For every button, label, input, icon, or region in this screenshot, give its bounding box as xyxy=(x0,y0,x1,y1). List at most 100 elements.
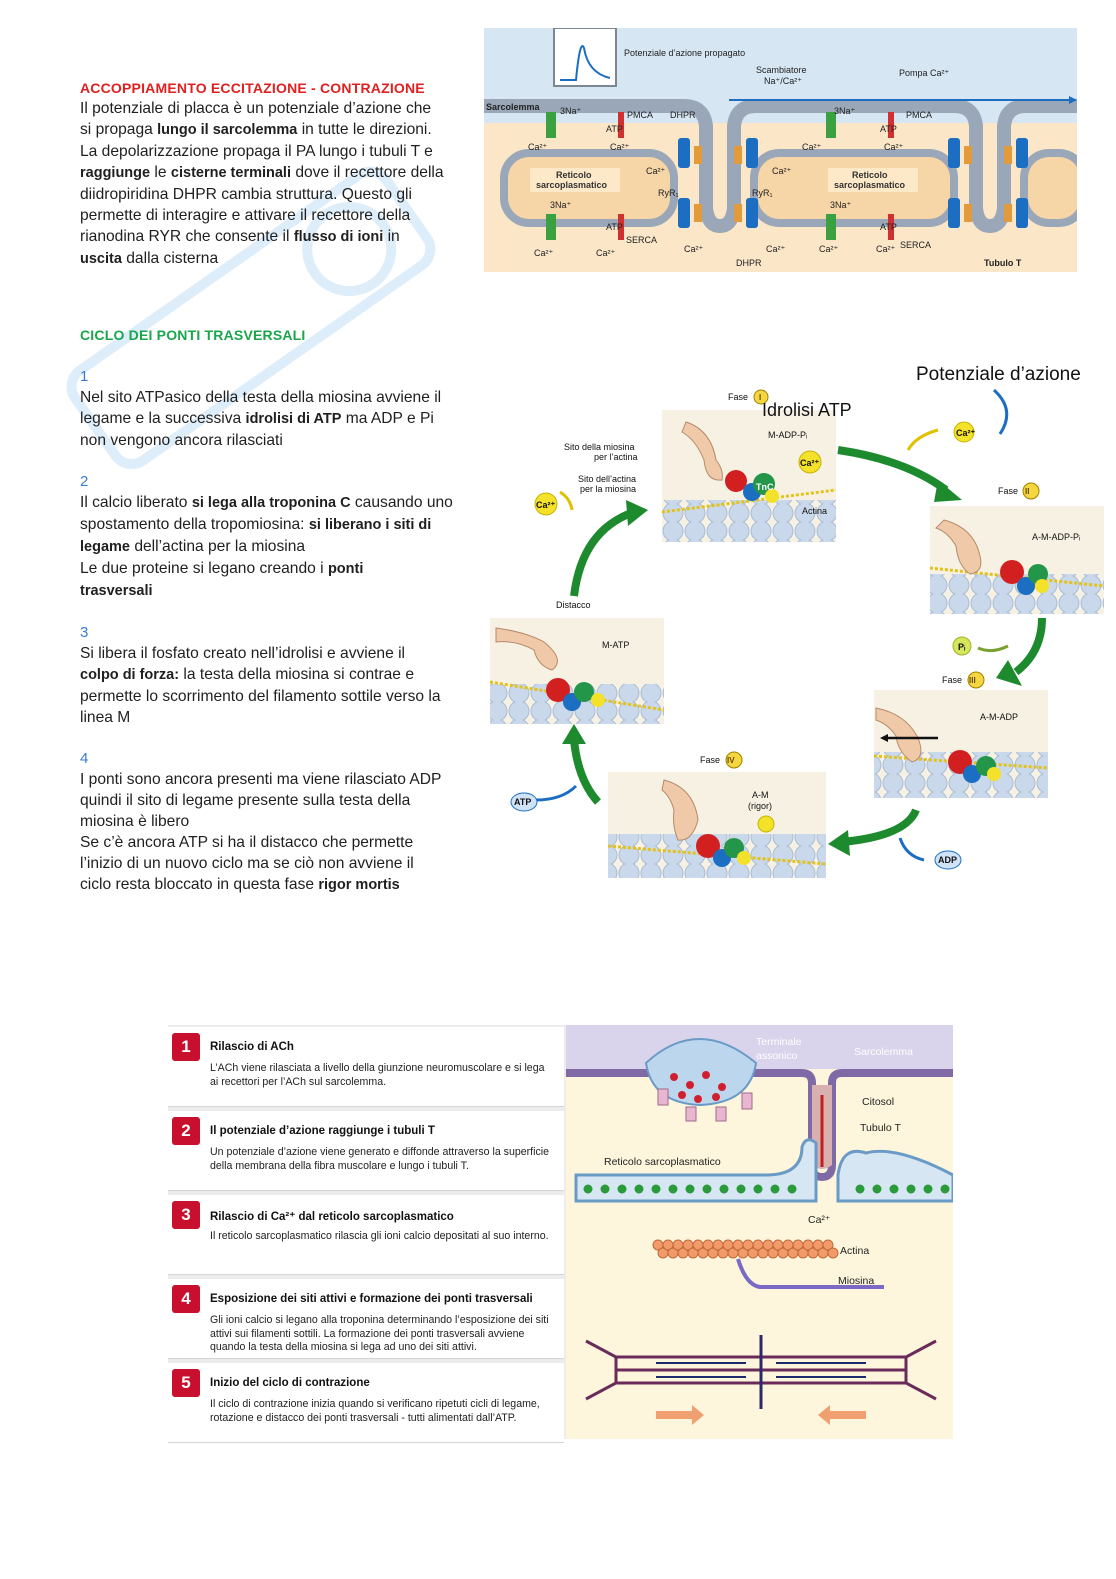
calcium-ion xyxy=(719,1184,729,1194)
text-segment: non vengono ancora rilasciati xyxy=(80,432,283,449)
text-line: La depolarizzazione propaga il PA lungo … xyxy=(80,141,475,162)
text-segment: Nel sito ATPasico della testa della mios… xyxy=(80,389,442,406)
text-segment: in tutte le direzioni. xyxy=(297,121,432,138)
cycle-ca-1: Ca²⁺ xyxy=(956,428,976,438)
cycle-matp: M-ATP xyxy=(602,640,629,650)
cycle-sito-actina: Sito dell’actina xyxy=(578,474,636,484)
label-actina: Actina xyxy=(840,1245,869,1257)
cycle-madp: M-ADP-Pᵢ xyxy=(768,430,807,440)
fase-num-3: III xyxy=(969,676,976,685)
cycle-am: A-M xyxy=(752,790,769,800)
step-number: 3 xyxy=(80,624,89,641)
text-line: raggiunge le cisterne terminali dove il … xyxy=(80,162,475,184)
text-line: linea M xyxy=(80,707,480,728)
label-ca-5: Ca²⁺ xyxy=(646,166,666,176)
label-ca-12: Ca²⁺ xyxy=(876,244,896,254)
label-reticolo-1: Reticolo xyxy=(556,170,592,180)
calcium-ion xyxy=(753,1184,763,1194)
text-segment: l’inizio di un nuovo ciclo ma se ciò non… xyxy=(80,855,414,872)
fase-label-2: Fase xyxy=(998,486,1018,496)
bold-text: raggiunge xyxy=(80,165,151,181)
cycle-adp: ADP xyxy=(938,855,957,865)
text-segment: in xyxy=(383,228,400,245)
label-pmca-2: PMCA xyxy=(906,110,932,120)
text-line: trasversali xyxy=(80,580,480,602)
step-badge: 2 xyxy=(172,1117,200,1145)
actin-bead xyxy=(827,1247,839,1259)
label-sarcolemma: Sarcolemma xyxy=(854,1046,913,1058)
label-pompa: Pompa Ca²⁺ xyxy=(899,68,950,78)
cycle-atp: ATP xyxy=(514,797,531,807)
bold-text: legame xyxy=(80,539,130,555)
step-number: 2 xyxy=(80,473,89,490)
label-serca-1: SERCA xyxy=(626,235,657,245)
label-sarcopl-1: sarcoplasmatico xyxy=(536,180,608,190)
label-sarcolemma: Sarcolemma xyxy=(486,102,541,112)
cycle-amadp: A-M-ADP xyxy=(980,712,1018,722)
text-segment: diidropiridina DHPR cambia struttura. Qu… xyxy=(80,186,412,203)
calcium-ion xyxy=(634,1184,644,1194)
text-line: Il calcio liberato si lega alla troponin… xyxy=(80,492,480,514)
step-description: Il reticolo sarcoplasmatico rilascia gli… xyxy=(210,1230,549,1242)
label-reticolo: Reticolo sarcoplasmatico xyxy=(604,1156,721,1168)
label-dhpr-1: DHPR xyxy=(670,110,696,120)
excitation-paragraph: Il potenziale di placca è un potenziale … xyxy=(80,98,475,270)
text-line: Nel sito ATPasico della testa della mios… xyxy=(80,387,480,408)
text-segment: la testa della miosina si contrae e xyxy=(179,666,414,683)
step-description: Il ciclo di contrazione inizia quando si… xyxy=(210,1398,540,1424)
cycle-distacco: Distacco xyxy=(556,600,591,610)
text-line: legame dell’actina per la miosina xyxy=(80,536,480,558)
calcium-ion xyxy=(872,1184,882,1194)
label-ca-4: Ca²⁺ xyxy=(884,142,904,152)
calcium-ion xyxy=(855,1184,865,1194)
step-number: 4 xyxy=(80,750,89,767)
calcium-ion xyxy=(617,1184,627,1194)
text-segment: ciclo resta bloccato in questa fase xyxy=(80,876,319,893)
label-scambiatore: Scambiatore xyxy=(756,65,807,75)
label-ca-11: Ca²⁺ xyxy=(819,244,839,254)
text-segment: rianodina RYR che consente il xyxy=(80,228,294,245)
text-line: permette di interagire e attivare il rec… xyxy=(80,205,475,226)
label-3na-3: 3Na⁺ xyxy=(550,200,572,210)
cross-bridge-cycle-diagram: Ca²⁺ Ca²⁺ Ca²⁺ Pᵢ ATP ADP TnC Actina M-A… xyxy=(486,360,1106,880)
cycle-tnc: TnC xyxy=(756,482,774,492)
text-segment: dell’actina per la miosina xyxy=(129,538,306,555)
text-line: legame e la successiva idrolisi di ATP m… xyxy=(80,408,480,430)
step-description: Un potenziale d’azione viene generato e … xyxy=(210,1146,550,1172)
text-segment: permette di interagire e attivare il rec… xyxy=(80,207,411,224)
text-segment: dalla cisterna xyxy=(121,250,219,267)
cycle-sito-miosina: Sito della miosina xyxy=(564,442,635,452)
bold-text: si lega alla troponina C xyxy=(191,495,351,511)
label-ryr-2: RyR₁ xyxy=(752,188,773,198)
label-pmca-1: PMCA xyxy=(627,110,653,120)
text-segment: quindi il sito di legame presente sulla … xyxy=(80,792,411,809)
fase-num-1: I xyxy=(759,393,761,402)
bold-text: colpo di forza: xyxy=(80,667,180,683)
text-segment: si propaga xyxy=(80,121,158,138)
label-atp-4: ATP xyxy=(880,222,897,232)
calcium-ion xyxy=(685,1184,695,1194)
calcium-ion xyxy=(923,1184,933,1194)
step-title: Rilascio di Ca²⁺ dal reticolo sarcoplasm… xyxy=(210,1211,454,1223)
label-terminale: Terminale xyxy=(756,1036,802,1048)
bold-text: lungo il sarcolemma xyxy=(157,122,298,138)
step-number: 1 xyxy=(80,368,89,385)
calcium-ion xyxy=(702,1184,712,1194)
calcium-ion xyxy=(736,1184,746,1194)
label-scambiatore-2: Na⁺/Ca²⁺ xyxy=(764,76,802,86)
fase-num-4: IV xyxy=(727,756,735,765)
bold-text: uscita xyxy=(80,251,122,267)
label-ca: Ca²⁺ xyxy=(808,1214,831,1226)
cycle-actina: Actina xyxy=(802,506,827,516)
text-segment: legame e la successiva xyxy=(80,410,246,427)
cycle-per-actina: per l’actina xyxy=(594,452,638,462)
excitation-coupling-diagram: Potenziale d’azione propagato Sarcolemma… xyxy=(484,28,1077,272)
text-segment: le xyxy=(150,164,171,181)
text-segment: permette lo scorrimento del filamento so… xyxy=(80,688,441,705)
cycle-amadp-pi: A-M-ADP-Pᵢ xyxy=(1032,532,1080,542)
